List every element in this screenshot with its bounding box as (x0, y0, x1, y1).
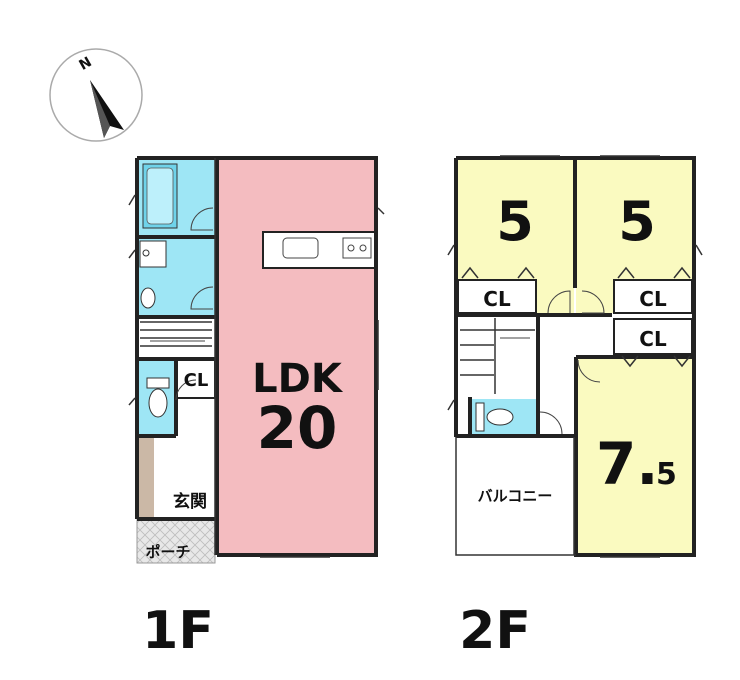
bedroom-right-size: 5 (618, 190, 656, 253)
kitchen-sink-icon (282, 237, 319, 259)
washing-machine-icon (140, 287, 156, 309)
stove-icon (342, 237, 372, 259)
shoe-cabinet (139, 437, 154, 517)
bedroom-left-size: 5 (496, 190, 534, 253)
floor-2-plan: 5 5 CL CL CL 7. 5 バルコニー 2F (447, 155, 703, 661)
ldk-name-label: LDK (252, 356, 344, 402)
toilet-icon (148, 388, 168, 418)
bedroom-main-size-whole: 7. (596, 430, 658, 498)
compass-north-arrow-icon (90, 80, 124, 138)
balcony (456, 437, 574, 555)
closet-1f-label: CL (184, 370, 209, 391)
balcony-label: バルコニー (478, 487, 553, 505)
hall-1f (177, 400, 215, 475)
porch-label: ポーチ (145, 543, 190, 561)
closet-2f-left-label: CL (483, 287, 511, 311)
bedroom-main-size-fraction: 5 (656, 457, 677, 492)
closet-2f-right-bottom-label: CL (639, 327, 667, 351)
compass: N (49, 48, 143, 142)
floor-1-caption: 1F (142, 601, 214, 661)
closet-2f-right-top-label: CL (639, 287, 667, 311)
stairs-2f (456, 315, 538, 397)
entrance-label: 玄関 (173, 491, 207, 512)
floor-1-plan: LDK 20 CL 玄関 ポーチ 1F (128, 156, 385, 661)
porch (136, 518, 216, 564)
closet-2f-right-bottom (613, 318, 693, 355)
entrance (154, 475, 215, 517)
toilet-2f-icon (486, 408, 514, 426)
ldk-size-label: 20 (257, 394, 338, 462)
bedroom-main (576, 357, 694, 555)
closet-2f-right-top (613, 279, 693, 314)
sink-icon (139, 240, 167, 268)
ldk-room (217, 158, 376, 555)
floor-2-caption: 2F (459, 601, 531, 661)
